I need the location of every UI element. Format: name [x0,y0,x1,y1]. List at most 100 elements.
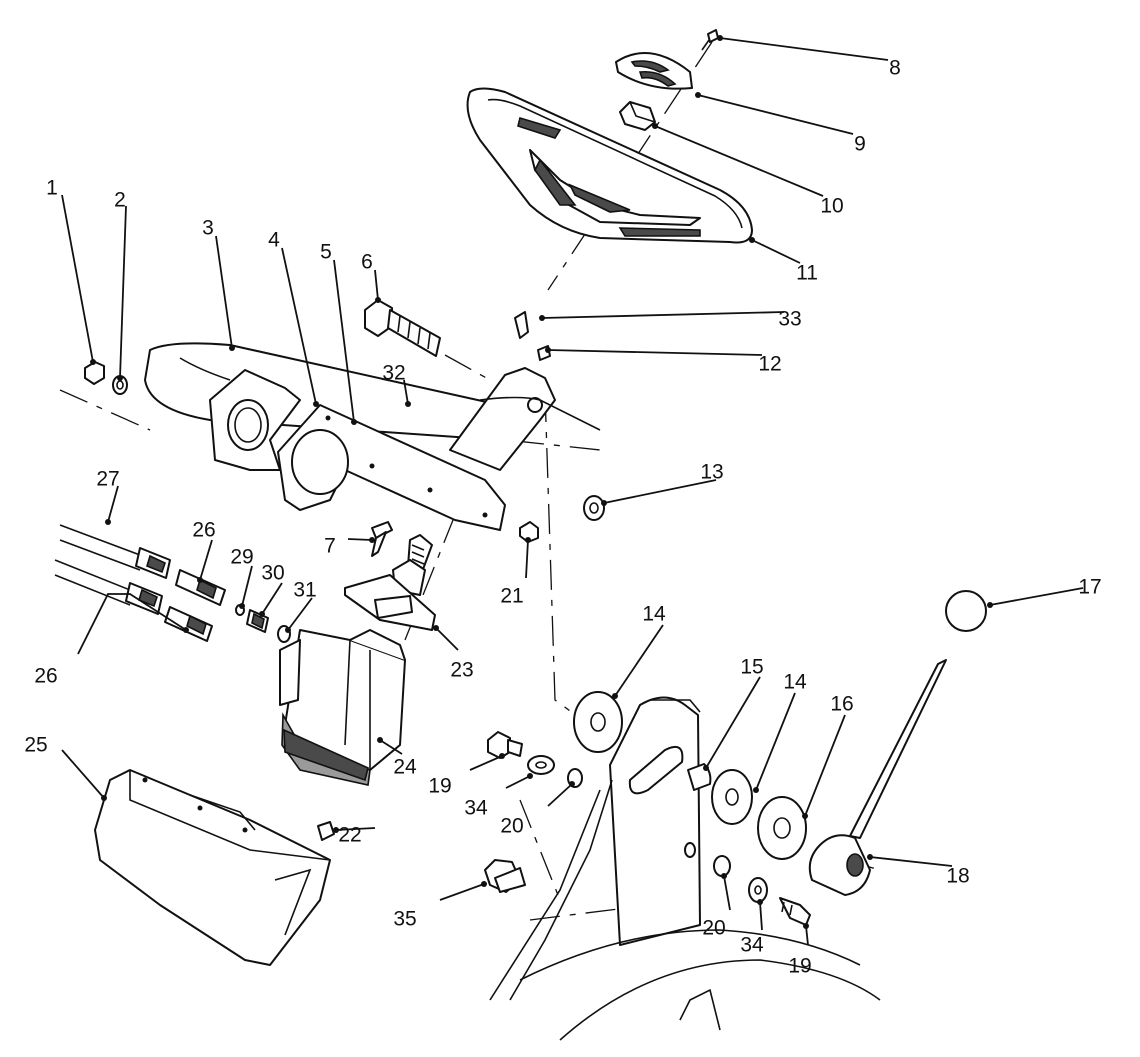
leader-dot-c21 [525,537,531,543]
leader-line-c12 [547,349,763,356]
callout-label-c32: 32 [382,362,405,385]
leader-line-c10 [654,125,824,197]
leader-line-c19b [805,925,809,946]
leader-line-c14b [755,692,796,791]
leader-line-c17 [989,587,1084,606]
bolt-7-head [371,521,393,539]
callout-label-c16: 16 [830,693,853,716]
leader-line-c11 [751,239,801,264]
callout-label-c19a: 19 [428,775,451,798]
leader-line-c3 [215,235,233,349]
leader-line-c2 [119,205,127,379]
leader-dot-c34a [527,773,533,779]
callout-label-c4: 4 [268,229,280,252]
leader-dot-c26a [197,577,203,583]
lever-knob [945,590,987,632]
leader-line-c32 [403,379,409,405]
leader-dot-c15 [703,765,709,771]
screw-33 [514,311,529,339]
leader-dot-c14a [612,693,618,699]
washer-34-lower [748,877,768,903]
leader-dot-c10 [652,123,658,129]
leader-dot-c12 [545,347,551,353]
leader-dot-c2 [117,375,123,381]
leader-line-c30 [261,582,283,615]
bolt-19-upper [487,731,523,759]
callout-label-c17: 17 [1078,576,1101,599]
callout-label-c11: 11 [796,262,818,285]
washer-14-left [573,691,623,753]
leader-dot-c29 [239,603,245,609]
leader-line-c9 [697,94,854,135]
callout-label-c34b: 34 [740,934,764,957]
spacers-washers [484,691,807,903]
leader-line-c1 [61,194,94,363]
leader-line-c5 [333,259,355,423]
leader-line-c35 [439,883,485,901]
plug-bolt [84,361,105,385]
steering-valve [344,534,436,631]
leader-dot-c5 [351,419,357,425]
callout-label-c20a: 20 [500,815,523,838]
wheel-cap [615,52,693,90]
cap-screw [701,29,719,51]
leader-line-c18 [869,856,953,867]
callout-label-c1: 1 [46,177,58,200]
bolt-19-lower [779,897,811,926]
callout-label-c34a: 34 [464,797,488,820]
leader-line-c26a [199,539,213,581]
callout-label-c8: 8 [889,57,901,80]
callout-label-c24: 24 [393,756,417,779]
callout-label-c33: 33 [778,308,801,331]
leader-line-c13 [603,479,717,504]
washer-16 [757,796,807,860]
leader-dot-c24 [377,737,383,743]
leader-dot-c32 [405,401,411,407]
leader-dot-c26b [183,627,189,633]
leader-line-c6 [374,269,379,301]
leader-dot-c22 [333,827,339,833]
leader-dot-c11 [749,237,755,243]
leader-line-c15 [705,676,761,769]
leader-line-c29 [241,565,253,607]
callout-label-c18: 18 [946,865,969,888]
washer-13 [583,495,605,521]
callout-label-c23: 23 [450,659,473,682]
callout-label-c31: 31 [293,579,316,602]
leader-dot-c8 [717,35,723,41]
leader-dot-c27 [105,519,111,525]
callout-leaders [61,35,1084,946]
leader-dot-c19b [803,923,809,929]
leader-line-c7 [347,538,373,541]
leader-dot-c33 [539,315,545,321]
callout-label-c13: 13 [700,461,723,484]
leader-line-c22 [335,827,376,831]
leader-dot-c18 [867,854,873,860]
leader-dot-c34b [757,899,763,905]
callout-label-c26a: 26 [192,519,215,542]
leader-line-c20a [547,783,573,807]
callout-label-c21: 21 [500,585,523,608]
leader-line-c34a [505,775,531,789]
leader-line-c16 [804,714,846,817]
steering-bracket [209,367,601,531]
leader-dot-c1 [90,359,96,365]
leader-line-c24 [379,739,403,755]
callout-label-c29: 29 [230,546,253,569]
callout-label-c6: 6 [361,251,373,274]
nut-21 [519,521,539,543]
leader-line-c8 [719,37,889,61]
leader-line-c4 [281,247,317,405]
callout-label-c10: 10 [820,195,843,218]
callout-label-c12: 12 [758,353,781,376]
callout-label-c20b: 20 [702,917,725,940]
leader-dot-c20a [569,781,575,787]
leader-line-c26b [77,593,187,655]
leader-line-c19a [469,755,503,771]
leader-dot-c20b [721,873,727,879]
callout-label-c3: 3 [202,217,214,240]
leader-line-c27 [107,485,119,523]
hydraulic-hoses [54,524,226,642]
